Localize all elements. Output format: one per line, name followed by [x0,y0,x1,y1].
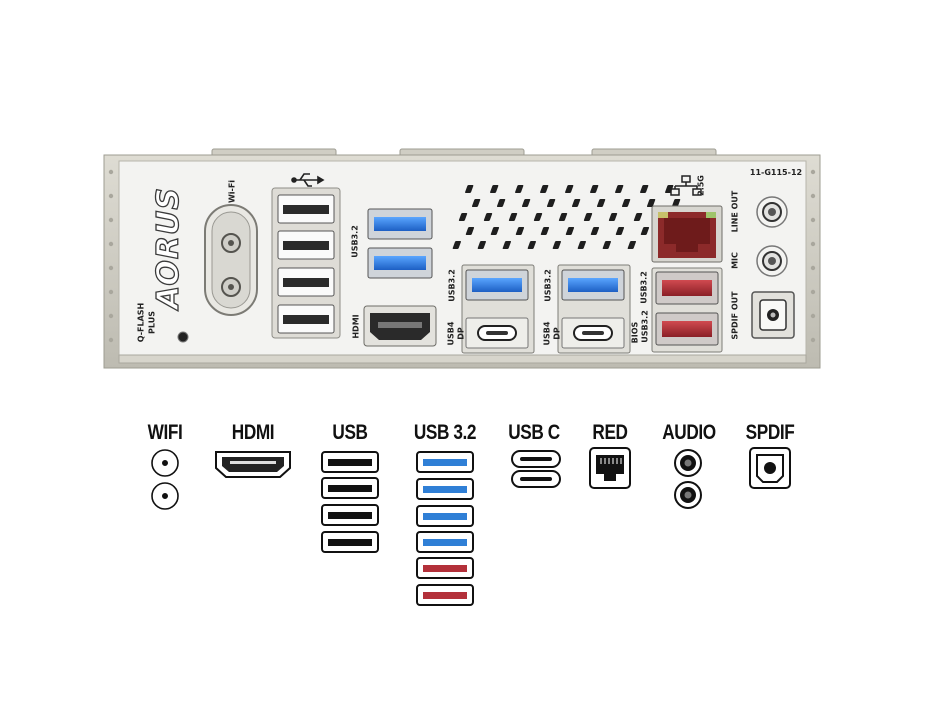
legend-usbc-title: USB C [508,421,560,444]
legend-icons [151,447,791,606]
hdmi-label: HDMI [351,314,361,339]
lan-speed-label: 2.5G [696,175,706,196]
qflash-plus-label: PLUS [147,311,157,334]
legend-wifi-connector-icon [151,449,179,510]
model-code-label: 11-G115-12 [749,168,803,177]
usb32-port[interactable] [465,269,529,301]
usb32-port[interactable] [561,269,625,301]
dp-label-2: DP [552,327,562,340]
usb32-mid2-label: USB3.2 [543,269,553,302]
legend-lan-icon [589,447,631,489]
wifi-antenna-connector[interactable] [204,204,258,316]
usb32-port[interactable] [367,247,433,279]
audio-line-out-jack[interactable] [756,196,788,228]
usb32-red-stack [651,267,723,353]
legend-usb-icon [321,451,379,553]
usb-port[interactable] [277,267,335,297]
usb4-label-1: USB4 [446,321,456,346]
lan-port[interactable] [651,205,723,263]
legend-spdif-title: SPDIF [745,421,795,444]
shield-edge-dimples [108,169,816,343]
network-icon [670,175,702,196]
usb-symbol-icon [291,173,325,187]
legend-audio-icon [674,449,702,509]
legend-usbc-icon [511,450,561,488]
legend-hdmi-title: HDMI [231,421,275,444]
usb4-group-2 [557,264,631,354]
usb4-typec-port[interactable] [561,317,625,349]
usb32-red-port-bios[interactable] [655,312,719,346]
mic-label: MIC [730,252,740,269]
io-panel: AORUS [103,148,821,369]
dp-label-1: DP [456,327,466,340]
usb4-group-1 [461,264,535,354]
bios-usb-label: USB3.2 [640,310,650,343]
vent-grille [452,185,681,249]
line-out-label: LINE OUT [730,190,740,233]
usb4-label-2: USB4 [542,321,552,346]
usb32-mid1-label: USB3.2 [447,269,457,302]
usb4-typec-port[interactable] [465,317,529,349]
legend-red-title: RED [592,421,628,444]
audio-mic-jack[interactable] [756,245,788,277]
qflash-button[interactable] [177,331,189,343]
legend-wifi-title: WIFI [147,421,183,444]
svg-text:AORUS: AORUS [151,187,186,311]
legend-hdmi-icon [215,451,291,478]
usb32-port[interactable] [367,208,433,240]
aorus-logo-icon: AORUS [150,186,186,311]
legend-usb-title: USB [332,421,368,444]
legend-audio-title: AUDIO [662,421,716,444]
hdmi-port[interactable] [363,305,437,347]
usb32-left-label: USB3.2 [350,225,360,258]
spdif-out-label: SPDIF OUT [730,291,740,340]
qflash-label: Q-FLASH [136,302,146,343]
legend-usb32-icon [416,451,474,606]
usb32-red-port[interactable] [655,271,719,305]
usb-port[interactable] [277,230,335,260]
usb32-blue-pair-left [367,208,433,279]
legend-usb32-title: USB 3.2 [413,421,477,444]
usb2-port-stack [271,187,341,339]
wifi-label: Wi-Fi [227,179,237,204]
usb-port[interactable] [277,194,335,224]
bios-label: BIOS [630,321,640,344]
usb-port[interactable] [277,304,335,334]
legend-spdif-icon [749,447,791,489]
spdif-out-port[interactable] [751,291,795,339]
